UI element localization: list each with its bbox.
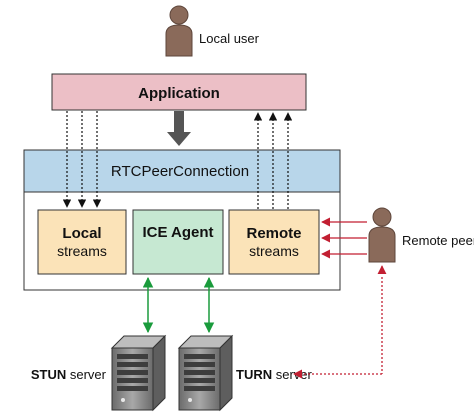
turn-server-label-rest: server xyxy=(272,367,312,382)
remote-peer-icon xyxy=(368,207,396,263)
turn-relay-path xyxy=(293,265,387,379)
remote-streams-label-1: Remote xyxy=(246,225,301,242)
stun-server-label: STUN server xyxy=(31,367,107,382)
stun-server-label-rest: server xyxy=(66,367,106,382)
remote-streams-box xyxy=(228,209,320,275)
remote-stream-arrows xyxy=(253,112,293,209)
remote-peer-media-arrows xyxy=(321,217,367,259)
stun-server-icon xyxy=(110,334,167,412)
peer-connection-label: RTCPeerConnection xyxy=(111,163,249,180)
remote-streams-label-2: streams xyxy=(249,243,299,259)
local-streams-box xyxy=(37,209,127,275)
application-to-peerconnection-arrow xyxy=(167,111,191,146)
turn-server-icon xyxy=(177,334,234,412)
ice-server-links xyxy=(142,276,215,334)
stun-server-label-bold: STUN xyxy=(31,367,66,382)
application-label: Application xyxy=(138,85,220,102)
turn-server-label: TURN server xyxy=(236,367,313,382)
peer-connection-header xyxy=(23,149,341,193)
application-box xyxy=(51,73,307,111)
ice-agent-label: ICE Agent xyxy=(142,224,213,241)
remote-peer-label: Remote peer xyxy=(402,233,474,248)
local-stream-arrows xyxy=(62,111,102,208)
local-user-icon xyxy=(165,5,193,57)
local-streams-label-1: Local xyxy=(62,225,101,242)
local-user-label: Local user xyxy=(199,31,260,46)
turn-server-label-bold: TURN xyxy=(236,367,272,382)
ice-agent-box xyxy=(132,209,224,275)
local-streams-label-2: streams xyxy=(57,243,107,259)
